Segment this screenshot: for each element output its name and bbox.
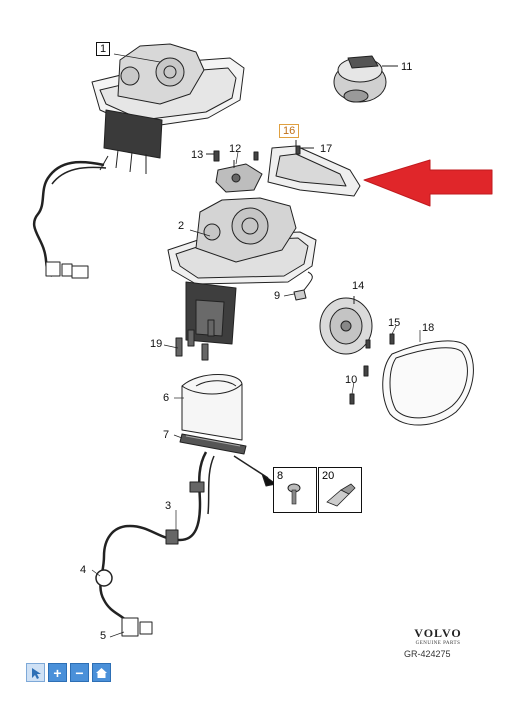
callout-20: 20 xyxy=(322,470,335,482)
minus-icon: − xyxy=(75,664,84,681)
callout-2: 2 xyxy=(178,220,185,232)
leader-lines xyxy=(91,53,421,638)
callout-14: 14 xyxy=(352,280,365,292)
zoom-out-button[interactable]: − xyxy=(70,663,89,682)
connector-icon xyxy=(326,483,356,507)
mirror-housing-assembly-top xyxy=(91,43,245,174)
house-icon xyxy=(96,667,107,678)
callout-13: 13 xyxy=(191,149,204,161)
callout-19: 19 xyxy=(150,338,163,350)
callout-3: 3 xyxy=(165,500,172,512)
screws-15-10 xyxy=(349,333,395,405)
callout-4: 4 xyxy=(80,564,87,576)
callout-8: 8 xyxy=(277,470,284,482)
callout-10: 10 xyxy=(345,374,358,386)
brand-subtitle: GENUINE PARTS xyxy=(415,641,461,646)
callout-5: 5 xyxy=(100,630,107,642)
screws-part-19 xyxy=(175,319,215,361)
cable-top-harness xyxy=(32,160,107,279)
screw-icon xyxy=(287,483,301,505)
bracket-part-16 xyxy=(267,140,361,197)
housing-body-part-2 xyxy=(167,197,317,345)
callout-9: 9 xyxy=(274,290,281,302)
callout-16: 16 xyxy=(279,124,300,138)
mirror-glass-part-18 xyxy=(382,340,474,426)
diagram-reference: GR-424275 xyxy=(404,649,451,659)
plus-icon: + xyxy=(53,664,62,681)
actuator-part-14 xyxy=(319,296,373,355)
screws-13-17 xyxy=(206,145,314,162)
clip-part-9 xyxy=(293,271,313,301)
callout-15: 15 xyxy=(388,317,401,329)
callout-17: 17 xyxy=(320,143,333,155)
cover-part-6 xyxy=(181,374,243,441)
brand-name: VOLVO xyxy=(414,626,462,640)
viewer-toolbar: + − xyxy=(26,663,111,682)
zoom-in-button[interactable]: + xyxy=(48,663,67,682)
volvo-logo: VOLVO GENUINE PARTS xyxy=(412,626,464,646)
cursor-arrow-icon xyxy=(31,667,41,679)
callout-11: 11 xyxy=(401,61,413,73)
callout-18: 18 xyxy=(422,322,435,334)
callout-7: 7 xyxy=(163,429,170,441)
module-part-12 xyxy=(215,160,263,193)
callout-1: 1 xyxy=(96,42,111,56)
strip-part-7 xyxy=(179,433,247,455)
cable-lower-harness xyxy=(95,451,215,637)
part-box-8[interactable]: 8 xyxy=(273,467,317,513)
motor-unit-part-11 xyxy=(333,55,398,103)
callout-12: 12 xyxy=(229,143,242,155)
select-tool-button[interactable] xyxy=(26,663,45,682)
part-box-20[interactable]: 20 xyxy=(318,467,362,513)
pointer-arrow-to-part-8 xyxy=(233,455,277,487)
home-button[interactable] xyxy=(92,663,111,682)
red-pointer-arrow xyxy=(363,159,493,207)
callout-6: 6 xyxy=(163,392,170,404)
